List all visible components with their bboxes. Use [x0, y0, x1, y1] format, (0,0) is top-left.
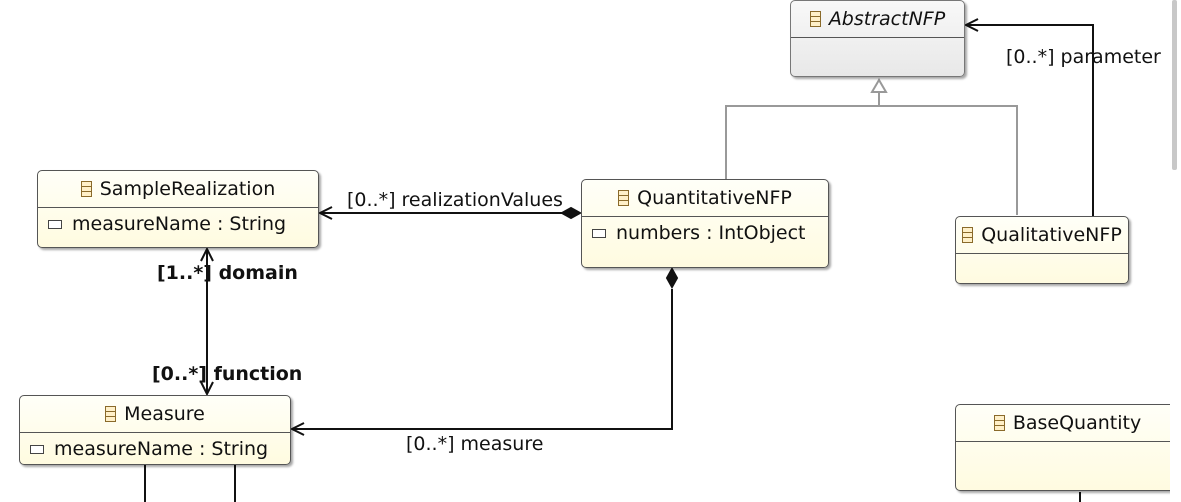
- attribute-compartment: [956, 253, 1128, 254]
- class-measure[interactable]: Measure measureName : String: [19, 395, 291, 465]
- label-domain: [1..*] domain: [157, 262, 298, 284]
- class-quantitative-nfp[interactable]: QuantitativeNFP numbers : IntObject: [581, 179, 829, 268]
- class-name: SampleRealization: [99, 178, 276, 200]
- attribute-compartment: measureName : String: [20, 432, 290, 465]
- label-function: [0..*] function: [152, 363, 303, 385]
- class-name: QualitativeNFP: [981, 224, 1122, 246]
- class-icon: [993, 415, 1005, 431]
- class-header: QuantitativeNFP: [582, 180, 828, 216]
- class-icon: [809, 11, 821, 27]
- class-name: BaseQuantity: [1012, 412, 1142, 434]
- parameter-edge[interactable]: [963, 18, 1094, 216]
- class-name: Measure: [124, 403, 205, 425]
- class-icon: [80, 181, 92, 197]
- attribute-row[interactable]: measureName : String: [20, 433, 290, 465]
- label-parameter: [0..*] parameter: [1006, 46, 1161, 68]
- measure-edge[interactable]: [289, 266, 679, 436]
- vertical-scrollbar[interactable]: [1170, 0, 1181, 502]
- class-icon: [618, 190, 630, 206]
- class-icon: [962, 227, 974, 243]
- class-header: Measure: [20, 396, 290, 432]
- class-icon: [105, 406, 117, 422]
- offscreen-edges: [144, 465, 1081, 502]
- attribute-compartment: [791, 37, 964, 38]
- domain-function-edge[interactable]: [200, 246, 214, 397]
- class-base-quantity[interactable]: BaseQuantity: [955, 404, 1180, 491]
- attribute-row[interactable]: measureName : String: [38, 208, 318, 240]
- attribute-icon: [30, 444, 44, 454]
- class-sample-realization[interactable]: SampleRealization measureName : String: [37, 170, 319, 248]
- class-abstract-nfp[interactable]: AbstractNFP: [790, 0, 965, 77]
- class-name: QuantitativeNFP: [637, 187, 792, 209]
- class-name: AbstractNFP: [828, 8, 946, 30]
- class-qualitative-nfp[interactable]: QualitativeNFP: [955, 216, 1129, 284]
- class-header: AbstractNFP: [791, 1, 964, 37]
- label-measure: [0..*] measure: [406, 433, 544, 455]
- attribute-text: numbers : IntObject: [616, 222, 806, 244]
- attribute-text: measureName : String: [54, 438, 269, 460]
- attribute-compartment: numbers : IntObject: [582, 216, 828, 249]
- class-header: BaseQuantity: [956, 405, 1179, 441]
- scrollbar-thumb[interactable]: [1172, 0, 1177, 170]
- attribute-row[interactable]: numbers : IntObject: [582, 217, 828, 249]
- attribute-compartment: measureName : String: [38, 207, 318, 240]
- realization-values-edge[interactable]: [317, 206, 583, 220]
- attribute-icon: [48, 219, 62, 229]
- class-header: QualitativeNFP: [956, 217, 1128, 253]
- label-realization-values: [0..*] realizationValues: [347, 189, 563, 211]
- generalization-edges[interactable]: [725, 78, 1018, 215]
- attribute-compartment: [956, 441, 1179, 442]
- class-header: SampleRealization: [38, 171, 318, 207]
- attribute-text: measureName : String: [72, 213, 287, 235]
- attribute-icon: [592, 228, 606, 238]
